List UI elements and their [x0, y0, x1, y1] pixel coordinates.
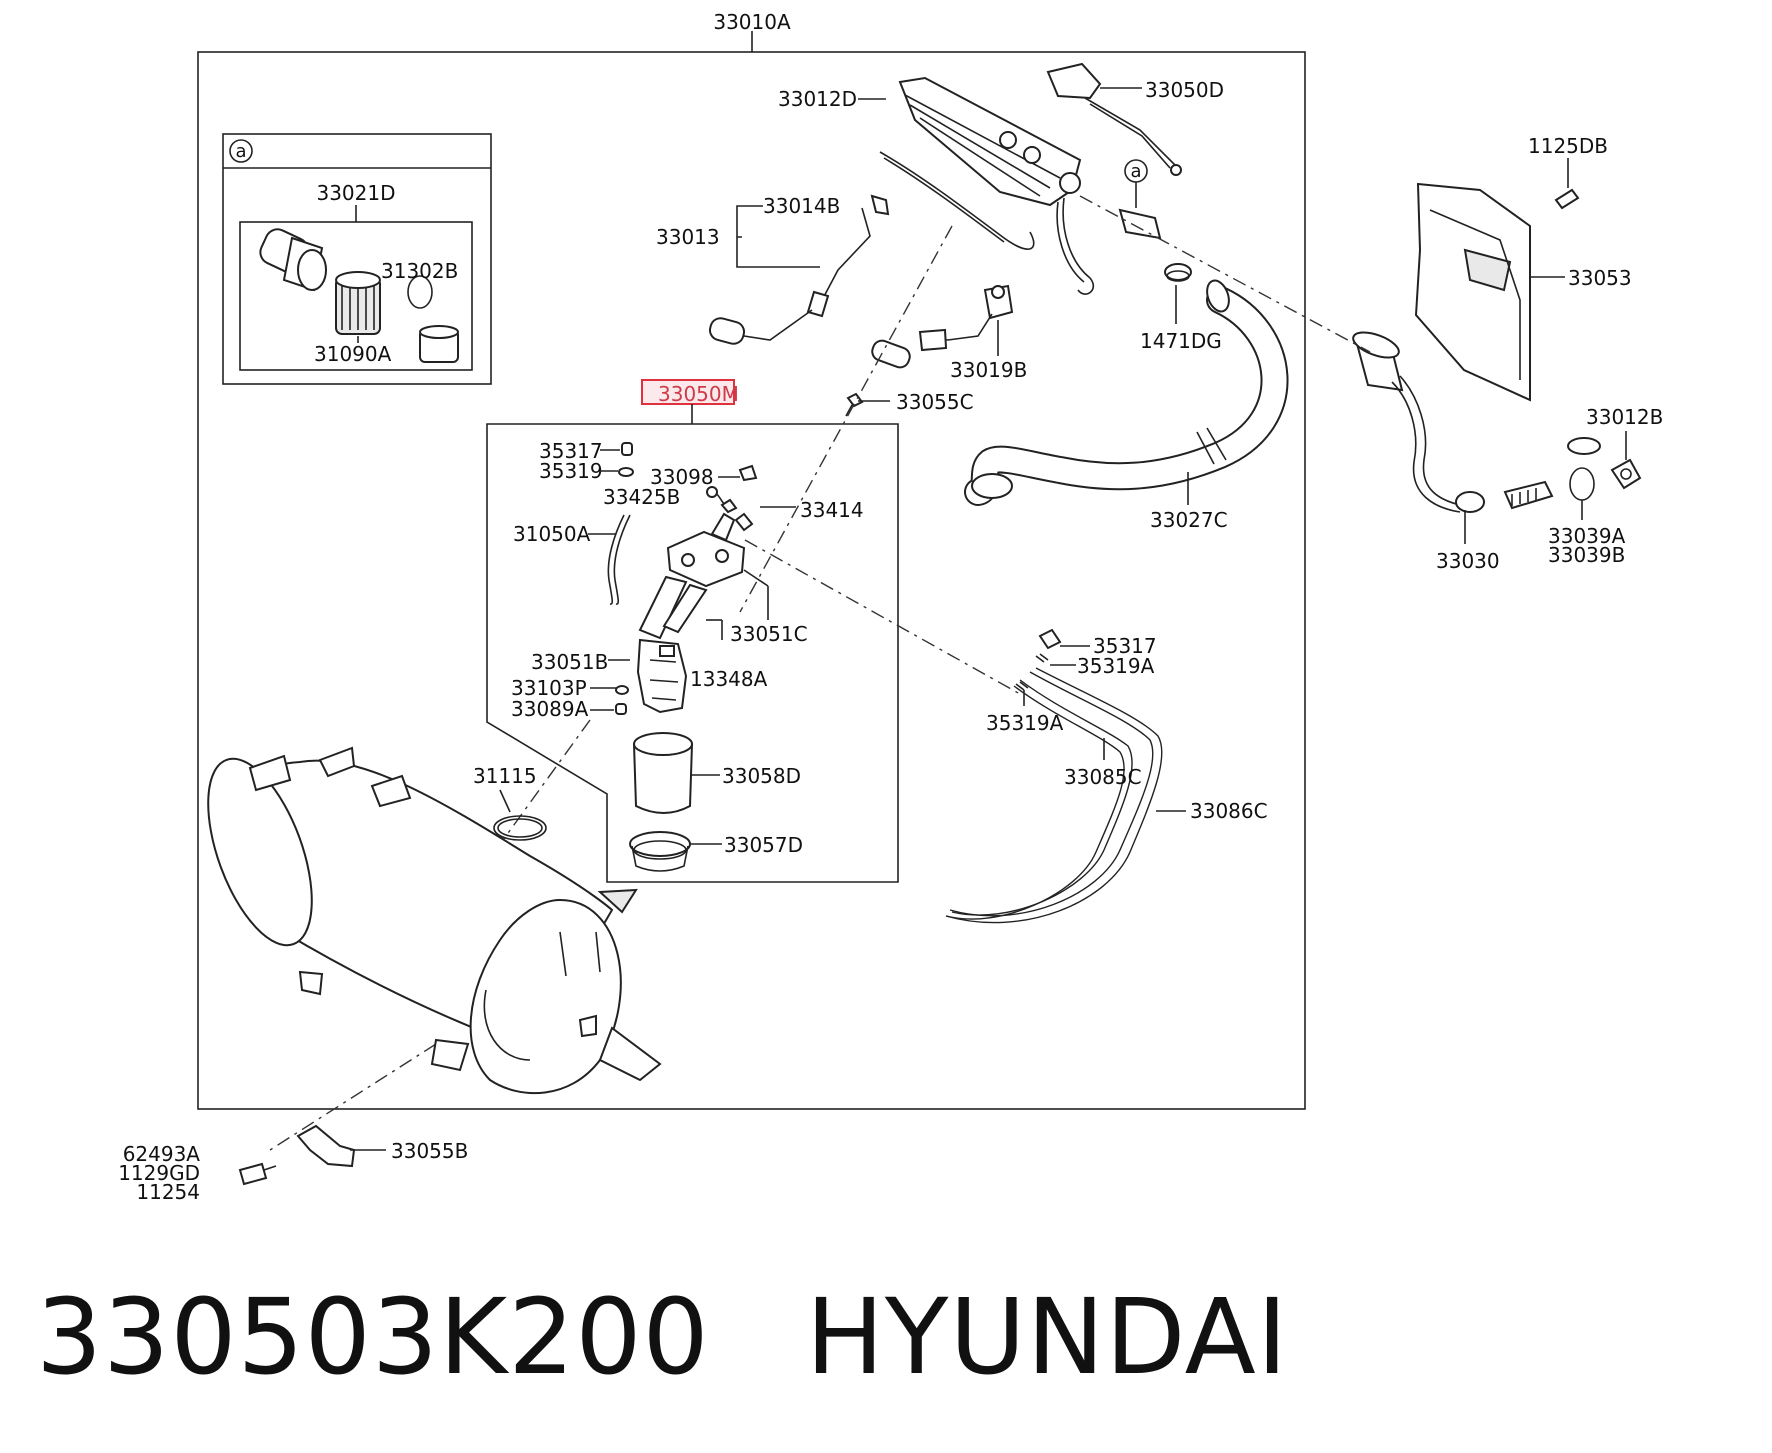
label-33425B[interactable]: 33425B	[603, 485, 680, 509]
label-33057D[interactable]: 33057D	[724, 833, 803, 857]
oring-shape	[407, 275, 433, 309]
label-33414[interactable]: 33414	[800, 498, 864, 522]
label-33085C[interactable]: 33085C	[1064, 765, 1142, 789]
label-35319A-a[interactable]: 35319A	[1077, 654, 1155, 678]
label-62493A[interactable]: 62493A	[123, 1142, 201, 1166]
label-33089A[interactable]: 33089A	[511, 697, 589, 721]
label-33030[interactable]: 33030	[1436, 549, 1500, 573]
highlight-33050M[interactable]	[641, 379, 735, 405]
inset-a-letter: a	[235, 141, 246, 162]
label-1125DB[interactable]: 1125DB	[1528, 134, 1608, 158]
hose-33012D: 33012D	[778, 76, 1095, 295]
label-33021D[interactable]: 33021D	[316, 181, 395, 205]
label-31050A[interactable]: 31050A	[513, 522, 591, 546]
label-33019B[interactable]: 33019B	[950, 358, 1027, 382]
bracket-shape	[1414, 182, 1531, 402]
label-33053[interactable]: 33053	[1568, 266, 1632, 290]
label-33103P[interactable]: 33103P	[511, 676, 587, 700]
inset-a-inner-frame	[239, 221, 473, 371]
label-33013[interactable]: 33013	[656, 225, 720, 249]
label-33050M[interactable]: 33050M	[658, 382, 739, 406]
label-31115[interactable]: 31115	[473, 764, 537, 788]
callout-a-letter: a	[1130, 161, 1141, 182]
label-33027C[interactable]: 33027C	[1150, 508, 1228, 532]
label-33012D[interactable]: 33012D	[778, 87, 857, 111]
label-33055B[interactable]: 33055B	[391, 1139, 468, 1163]
label-33058D[interactable]: 33058D	[722, 764, 801, 788]
pump-assembly-33050M: 33050M	[486, 379, 899, 883]
label-35317-b[interactable]: 35317	[1093, 634, 1157, 658]
label-33055C[interactable]: 33055C	[896, 390, 974, 414]
dash-line-5	[269, 1043, 437, 1151]
sender-33013: 33014B 33013	[656, 194, 890, 345]
inset-a-frame	[222, 133, 492, 385]
dash-line-4	[502, 719, 591, 841]
gasket-shape	[493, 815, 547, 841]
label-33051C[interactable]: 33051C	[730, 622, 808, 646]
label-33039A[interactable]: 33039A	[1548, 524, 1626, 548]
label-33012B[interactable]: 33012B	[1586, 405, 1663, 429]
dash-line-2	[1079, 195, 1371, 353]
label-33014B[interactable]: 33014B	[763, 194, 840, 218]
pipe-group: 35317 35319A 35319A 33085C 33086C	[945, 628, 1268, 924]
pump-internals: 35317 35319 33098 33425B 33414 31050A 33…	[511, 439, 864, 872]
label-33051B[interactable]: 33051B	[531, 650, 608, 674]
label-31090A[interactable]: 31090A	[314, 342, 392, 366]
hose-33027C: 33027C	[964, 279, 1289, 532]
label-33098[interactable]: 33098	[650, 465, 714, 489]
inset-a-marker	[229, 139, 253, 163]
caption: 330503K200 HYUNDAI	[36, 1272, 1288, 1402]
fitting-33030: 33030 33039A 33039B 33012B	[1352, 331, 1663, 573]
label-35319A-b[interactable]: 35319A	[986, 711, 1064, 735]
label-33010A[interactable]: 33010A	[713, 10, 791, 34]
label-33050D[interactable]: 33050D	[1145, 78, 1224, 102]
bracket-33053: 1125DB 33053	[1414, 134, 1632, 402]
dash-line-3	[744, 539, 1021, 695]
tank-end-cap	[469, 898, 622, 1095]
pump-assembly-frame	[486, 423, 899, 883]
strap-shape	[296, 1124, 356, 1168]
label-33039B[interactable]: 33039B	[1548, 543, 1625, 567]
inset-a: a 33021D 31302B 31090A	[222, 133, 492, 385]
valve-33019B: 33019B	[871, 284, 1027, 382]
label-1471DG[interactable]: 1471DG	[1140, 329, 1222, 353]
part-number: 330503K200	[36, 1276, 710, 1398]
connector-a-shape	[1118, 208, 1162, 240]
label-1129GD[interactable]: 1129GD	[118, 1161, 200, 1185]
label-35317-a[interactable]: 35317	[539, 439, 603, 463]
dash-line-1	[739, 225, 953, 613]
fuel-tank	[207, 746, 662, 1095]
assembly-frame	[197, 51, 1306, 1110]
clamp-1471DG: 1471DG	[1140, 263, 1222, 353]
label-33086C[interactable]: 33086C	[1190, 799, 1268, 823]
label-11254[interactable]: 11254	[136, 1180, 200, 1204]
label-31302B[interactable]: 31302B	[381, 259, 458, 283]
label-13348A[interactable]: 13348A	[690, 667, 768, 691]
pump-flange-shape	[666, 530, 746, 588]
brand-name: HYUNDAI	[805, 1276, 1289, 1398]
pump-holder-shape	[636, 638, 688, 714]
cover-33050D: 33050D	[1046, 62, 1224, 176]
label-35319-a[interactable]: 35319	[539, 459, 603, 483]
bottom-bolts: 33055B 62493A 1129GD 11254	[118, 1124, 468, 1204]
